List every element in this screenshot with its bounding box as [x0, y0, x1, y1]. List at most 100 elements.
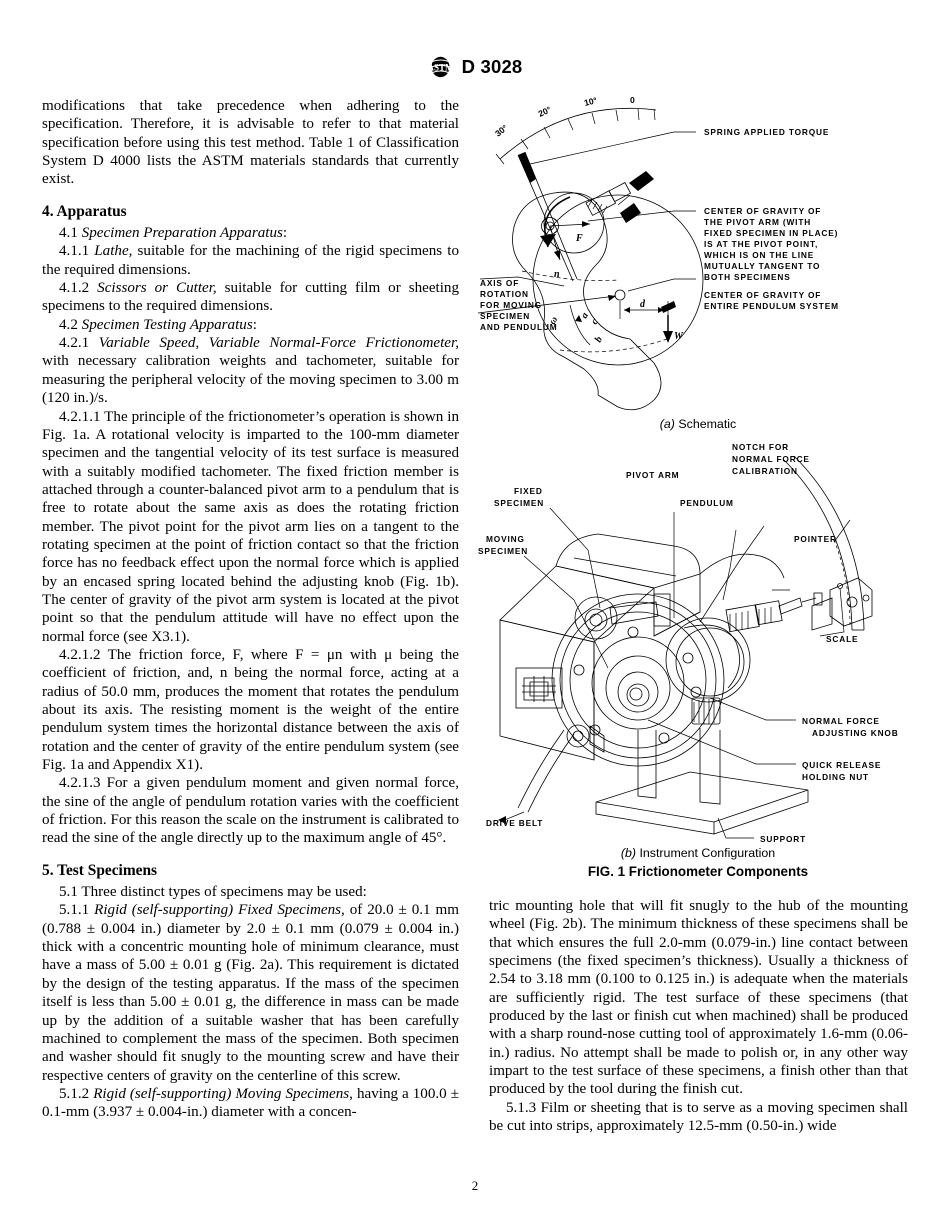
callout-scale: SCALE	[826, 634, 858, 644]
symbol-a: a	[579, 311, 591, 321]
callout-axis-of-rotation-line-1: AXIS OF	[480, 278, 519, 288]
num-4-1: 4.1	[59, 225, 78, 242]
paragraph-4-1-1: 4.1.1 Lathe, suitable for the machining …	[42, 242, 459, 279]
callout-cg-entire-pendulum-line-1: CENTER OF GRAVITY OF	[704, 290, 821, 300]
callout-spring-applied-torque: SPRING APPLIED TORQUE	[704, 127, 829, 137]
spring-assembly	[585, 171, 654, 223]
callout-cg-pivot-arm-line-2: THE PIVOT ARM (WITH	[704, 217, 811, 227]
symbol-d: d	[640, 299, 646, 310]
paragraph-5-1-3: 5.1.3 Film or sheeting that is to serve …	[489, 1099, 908, 1135]
fixed-specimen-mount	[574, 593, 671, 640]
rest-4-1: :	[282, 225, 288, 242]
right-text-column: tric mounting hole that will fit snugly …	[489, 897, 908, 1135]
astm-logo-icon: ASTM	[427, 56, 454, 78]
rest-4-2-1: with necessary calibration weights and t…	[42, 353, 459, 407]
caption-1a-text: Schematic	[674, 417, 737, 431]
caption-figure-1a: (a) Schematic	[478, 417, 918, 431]
symbol-F: F	[575, 233, 583, 244]
symbol-omega: ω	[547, 315, 560, 327]
paragraph-intro: modifications that take precedence when …	[42, 98, 459, 188]
svg-text:ASTM: ASTM	[428, 62, 453, 72]
instrument-base	[595, 771, 809, 835]
page-header: ASTM D 3028	[0, 56, 950, 78]
symbol-c: c	[589, 317, 601, 327]
callout-axis-of-rotation-line-2: ROTATION	[480, 289, 529, 299]
callout-pointer: POINTER	[794, 534, 837, 544]
title-4-1-1: Lathe,	[94, 243, 133, 260]
callout-axis-of-rotation-line-4: SPECIMEN	[480, 311, 530, 321]
rest-4-1-2: suitable for cutting film or sheeting sp…	[42, 280, 460, 315]
rest-4-1-1: suitable for the machining of the rigid …	[42, 243, 460, 278]
figure-1b-instrument-drawing: FIXED SPECIMEN MOVING SPECIMEN PIVOT ARM…	[478, 442, 899, 844]
callout-fixed-line-1: FIXED	[514, 486, 543, 496]
num-5-1-2: 5.1.2	[59, 1085, 90, 1102]
heading-section-5: 5. Test Specimens	[42, 861, 158, 879]
callout-cg-pivot-arm-line-4: IS AT THE PIVOT POINT,	[704, 239, 818, 249]
symbol-W: W	[674, 331, 684, 342]
callout-cg-entire-pendulum-line-2: ENTIRE PENDULUM SYSTEM	[704, 301, 839, 311]
callout-pendulum: PENDULUM	[680, 498, 734, 508]
symbol-n: n	[554, 269, 560, 280]
callout-cg-pivot-arm-line-6: MUTUALLY TANGENT TO	[704, 261, 820, 271]
caption-figure-1b: (b) Instrument Configuration	[478, 846, 918, 860]
num-4-2-1: 4.2.1	[59, 335, 90, 352]
rest-4-2: :	[252, 316, 257, 333]
figure-1a-schematic-drawing: 30° 20° 10° 0	[478, 95, 839, 411]
callout-notch-line-1: NOTCH FOR	[732, 442, 789, 452]
callout-pivot-arm: PIVOT ARM	[626, 470, 679, 480]
caption-1b-label: (b)	[620, 846, 637, 860]
callout-axis-of-rotation-line-3: FOR MOVING	[480, 300, 542, 310]
callout-notch-line-3: CALIBRATION	[732, 466, 798, 476]
pointer-block	[811, 577, 873, 631]
callout-moving-line-1: MOVING	[486, 534, 525, 544]
standard-designation: D 3028	[461, 56, 523, 77]
title-5-1-2: Rigid (self-supporting) Moving Specimens…	[93, 1085, 353, 1102]
paragraph-4-2: 4.2 Specimen Testing Apparatus:	[42, 316, 459, 334]
callout-quick-release-line-2: HOLDING NUT	[802, 772, 869, 782]
num-4-1-2: 4.1.2	[59, 280, 90, 297]
scale-tick-10: 10°	[583, 95, 599, 108]
callout-notch-line-2: NORMAL FORCE	[732, 454, 810, 464]
rest-5-1-2: having a 100.0 ± 0.1-mm (3.937 ± 0.004-i…	[42, 1085, 459, 1121]
caption-1b-text: Instrument Configuration	[636, 846, 776, 860]
spring-barrel	[725, 592, 823, 633]
paragraph-5-1-2: 5.1.2 Rigid (self-supporting) Moving Spe…	[42, 1085, 459, 1122]
callout-support: SUPPORT	[760, 834, 806, 844]
caption-figure-1-title: FIG. 1 Frictionometer Components	[587, 864, 809, 879]
callout-axis-of-rotation-line-5: AND PENDULUM	[480, 322, 558, 332]
callout-cg-pivot-arm-line-1: CENTER OF GRAVITY OF	[704, 206, 821, 216]
num-5-1-1: 5.1.1	[59, 902, 90, 919]
paragraph-4-2-1: 4.2.1 Variable Speed, Variable Normal-Fo…	[42, 334, 459, 407]
normal-force-knob	[665, 617, 751, 725]
num-4-2: 4.2	[59, 316, 78, 333]
moving-specimen-wheel	[551, 593, 725, 767]
figure-1: 30° 20° 10° 0	[478, 95, 918, 879]
title-4-1-2: Scissors or Cutter,	[97, 280, 217, 297]
page-number: 2	[471, 1178, 479, 1193]
callout-normal-force-knob-line-1: NORMAL FORCE	[802, 716, 880, 726]
scale-tick-0: 0	[630, 95, 635, 105]
callout-moving-line-2: SPECIMEN	[478, 546, 528, 556]
callout-cg-pivot-arm-line-7: BOTH SPECIMENS	[704, 272, 791, 282]
protractor-scale	[495, 107, 657, 165]
callout-normal-force-knob-line-2: ADJUSTING KNOB	[812, 728, 899, 738]
paragraph-4-2-1-2: 4.2.1.2 The friction force, F, where F =…	[42, 646, 459, 774]
scale-tick-30: 30°	[493, 122, 510, 138]
paragraph-4-2-1-1: 4.2.1.1 The principle of the frictionome…	[42, 408, 459, 645]
callout-fixed-line-2: SPECIMEN	[494, 498, 544, 508]
left-text-column: modifications that take precedence when …	[42, 97, 459, 1122]
callout-quick-release-line-1: QUICK RELEASE	[802, 760, 881, 770]
title-5-1-1: Rigid (self-supporting) Fixed Specimens,	[94, 902, 345, 919]
paragraph-4-2-1-3: 4.2.1.3 For a given pendulum moment and …	[42, 775, 459, 847]
notch-plate	[515, 667, 563, 709]
heading-section-4: 4. Apparatus	[42, 202, 127, 220]
paragraph-5-1: 5.1 Three distinct types of specimens ma…	[59, 884, 367, 901]
symbol-b: b	[593, 335, 605, 345]
title-4-2-1: Variable Speed, Variable Normal-Force Fr…	[98, 335, 459, 352]
callout-cg-pivot-arm-line-5: WHICH IS ON THE LINE	[704, 250, 814, 260]
title-4-1: Specimen Preparation Apparatus	[81, 225, 283, 242]
paragraph-4-1-2: 4.1.2 Scissors or Cutter, suitable for c…	[42, 279, 459, 316]
num-4-1-1: 4.1.1	[59, 243, 90, 260]
caption-1a-label: (a)	[659, 417, 675, 431]
